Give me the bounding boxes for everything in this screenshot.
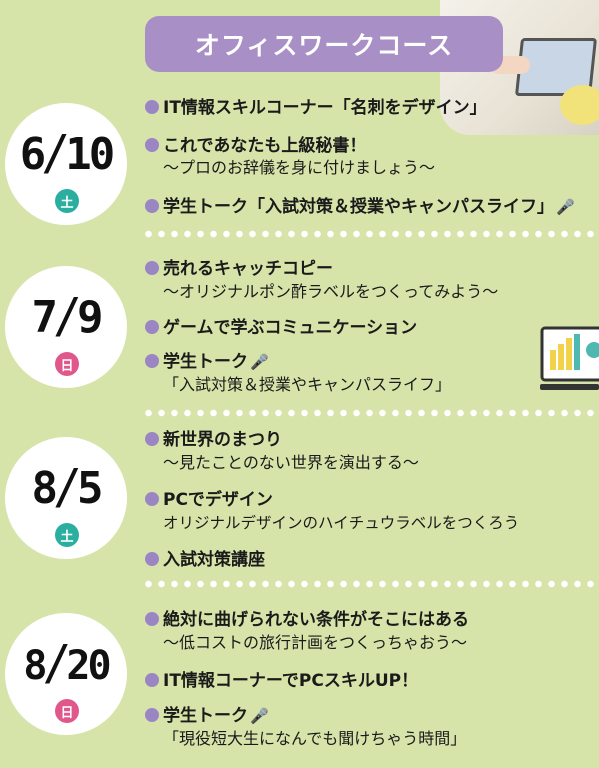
program-subtitle: 「現役短大生になんでも聞けちゃう時間」 bbox=[163, 729, 467, 748]
decorative-blob bbox=[560, 85, 599, 125]
bullet-icon bbox=[145, 100, 159, 114]
date-label: 8/20 bbox=[23, 635, 111, 691]
program-item: 入試対策講座 bbox=[145, 549, 265, 571]
date-label: 7/9 bbox=[31, 288, 104, 344]
program-item: 学生トーク🎤 bbox=[145, 351, 269, 373]
section-divider bbox=[142, 409, 599, 417]
program-item: 新世界のまつり bbox=[145, 429, 282, 451]
weekday-badge: 土 bbox=[55, 189, 79, 213]
section-divider bbox=[142, 580, 599, 588]
mic-icon: 🎤 bbox=[556, 198, 575, 216]
program-item: IT情報スキルコーナー「名刺をデザイン」 bbox=[145, 97, 487, 119]
chart-icon bbox=[540, 326, 599, 390]
bullet-icon bbox=[145, 708, 159, 722]
program-item: 絶対に曲げられない条件がそこにはある bbox=[145, 609, 469, 631]
date-circle-3: 8/5 土 bbox=[5, 437, 127, 559]
bullet-icon bbox=[145, 138, 159, 152]
mic-icon: 🎤 bbox=[250, 707, 269, 725]
program-subtitle: ～見たことのない世界を演出する～ bbox=[163, 453, 419, 472]
program-item: ゲームで学ぶコミュニケーション bbox=[145, 317, 417, 339]
bullet-icon bbox=[145, 612, 159, 626]
bullet-icon bbox=[145, 354, 159, 368]
program-item: IT情報コーナーでPCスキルUP！ bbox=[145, 670, 418, 692]
date-circle-2: 7/9 日 bbox=[5, 266, 127, 388]
section-divider bbox=[142, 230, 599, 238]
program-subtitle: オリジナルデザインのハイチュウラベルをつくろう bbox=[163, 514, 520, 532]
program-item: これであなたも上級秘書！ bbox=[145, 135, 366, 157]
weekday-badge: 日 bbox=[55, 699, 79, 723]
program-item: 学生トーク「入試対策＆授業やキャンパスライフ」🎤 bbox=[145, 196, 575, 218]
bullet-icon bbox=[145, 673, 159, 687]
bullet-icon bbox=[145, 432, 159, 446]
bullet-icon bbox=[145, 552, 159, 566]
bullet-icon bbox=[145, 320, 159, 334]
bullet-icon bbox=[145, 261, 159, 275]
weekday-badge: 土 bbox=[55, 523, 79, 547]
weekday-badge: 日 bbox=[55, 352, 79, 376]
program-subtitle: ～低コストの旅行計画をつくっちゃおう～ bbox=[163, 633, 468, 652]
date-circle-1: 6/10 土 bbox=[5, 103, 127, 225]
program-item: 学生トーク🎤 bbox=[145, 705, 269, 727]
bullet-icon bbox=[145, 199, 159, 213]
program-subtitle: ～プロのお辞儀を身に付けましょう～ bbox=[163, 158, 436, 177]
date-circle-4: 8/20 日 bbox=[5, 613, 127, 735]
date-label: 8/5 bbox=[31, 459, 104, 515]
bullet-icon bbox=[145, 492, 159, 506]
date-label: 6/10 bbox=[19, 125, 115, 181]
mic-icon: 🎤 bbox=[250, 353, 269, 371]
page-title: オフィスワークコース bbox=[145, 16, 503, 72]
program-subtitle: ～オリジナルポン酢ラベルをつくってみよう～ bbox=[163, 282, 499, 301]
program-item: PCでデザイン bbox=[145, 489, 273, 511]
program-item: 売れるキャッチコピー bbox=[145, 258, 333, 280]
program-subtitle: 「入試対策＆授業やキャンパスライフ」 bbox=[163, 375, 452, 394]
